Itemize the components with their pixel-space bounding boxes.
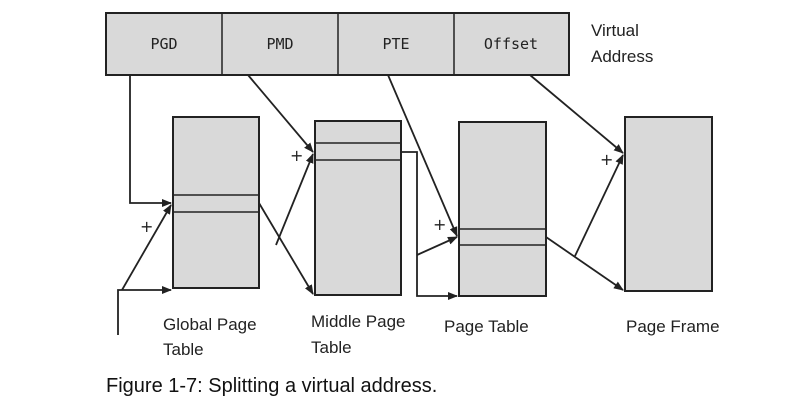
arrow-pmd-to-middle	[247, 74, 314, 153]
arrow-base-to-global	[117, 286, 172, 335]
page-table	[458, 121, 547, 297]
arrow-global-diag-middle	[275, 153, 314, 246]
virtual-label-line1: Virtual	[591, 21, 639, 40]
global-page-table	[172, 116, 260, 289]
plus-sign-pagetable: +	[433, 215, 446, 234]
global-table-label-line1: Global Page	[163, 315, 257, 334]
page-table-label: Page Table	[444, 317, 529, 336]
virtual-address-bar: PGD PMD PTE Offset	[105, 12, 570, 76]
plus-sign-global: +	[140, 217, 153, 236]
page-frame	[624, 116, 713, 292]
plus-sign-middle: +	[290, 146, 303, 165]
middle-table-label-line2: Table	[311, 338, 352, 357]
field-offset-label: Offset	[484, 35, 538, 53]
arrow-pagetable-to-frame-base	[545, 236, 624, 291]
figure-caption: Figure 1-7: Splitting a virtual address.	[106, 375, 437, 397]
arrow-middle-diag-pagetable	[416, 236, 458, 256]
arrow-base-diag-global	[121, 204, 172, 291]
arrow-global-to-middle-base	[258, 202, 314, 295]
arrow-pagetable-diag-frame	[574, 154, 624, 257]
arrow-middle-to-pagetable-base	[401, 151, 458, 300]
arrow-pgd-to-global	[129, 75, 172, 207]
virtual-label-line2: Address	[591, 47, 653, 66]
middle-table-label-line1: Middle Page	[311, 312, 406, 331]
field-pte-label: PTE	[382, 35, 409, 53]
arrow-offset-to-frame	[529, 74, 624, 154]
middle-page-table	[314, 120, 402, 296]
field-pmd-label: PMD	[266, 35, 293, 53]
arrow-pte-to-pagetable	[387, 74, 458, 237]
page-frame-label: Page Frame	[626, 317, 720, 336]
plus-sign-frame: +	[600, 150, 613, 169]
translation-arrows	[117, 74, 624, 335]
global-table-label-line2: Table	[163, 340, 204, 359]
field-pgd-label: PGD	[150, 35, 177, 53]
